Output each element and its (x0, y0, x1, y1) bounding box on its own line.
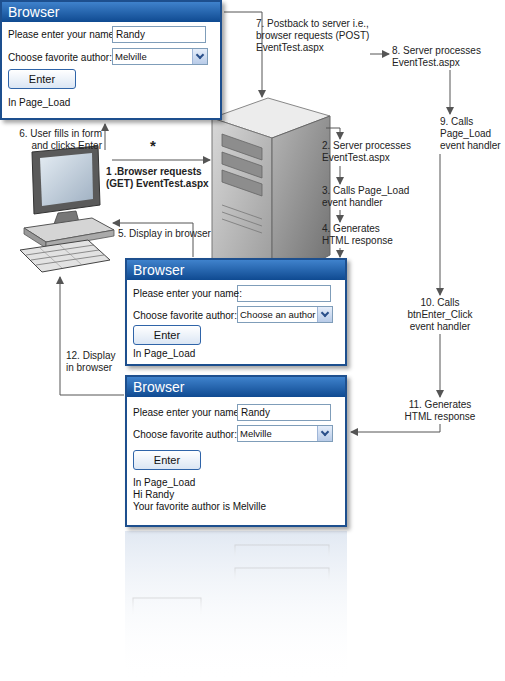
vent-line (222, 219, 262, 233)
flow-arrow (450, 70, 451, 114)
dropdown-button (317, 307, 332, 322)
key-row (31, 250, 99, 260)
monitor-frame (32, 146, 100, 214)
output-text: In Page_Load (8, 97, 70, 109)
monitor-screen (40, 153, 93, 206)
button-label: Enter (9, 70, 75, 88)
asterisk-mark: * (150, 140, 156, 152)
flow-arrow (105, 124, 106, 150)
browser-window: BrowserPlease enter your name: Choose fav… (125, 375, 347, 527)
flow-arrow (440, 334, 441, 397)
text-input (237, 285, 331, 302)
field-label: Choose favorite author: (8, 52, 112, 64)
dropdown-select: Choose an author (237, 306, 333, 323)
dropdown-select: Melville (237, 425, 333, 442)
field-label: Choose favorite author: (133, 429, 237, 441)
field-label: Please enter your name: (8, 29, 117, 41)
flow-arrow (351, 424, 440, 432)
step-label: 10. Calls btnEnter_Click event handler (395, 297, 485, 333)
field-label: Please enter your name: (133, 407, 242, 419)
step-label: 7. Postback to server i.e., browser requ… (256, 18, 371, 54)
step-label: 3. Calls Page_Load event handler (322, 185, 417, 209)
flow-arrow (370, 54, 389, 55)
flow-arrow (60, 277, 124, 395)
step-label: 1 .Browser requests (GET) EventTest.aspx (106, 166, 210, 190)
drive-bay (222, 170, 262, 196)
step-label: 6. User fills in form and clicks Enter (0, 128, 102, 152)
step-label: 12. Display in browser (66, 350, 124, 374)
push-button: Enter (133, 450, 201, 470)
dropdown-chevron (196, 51, 204, 59)
key-column (40, 248, 62, 268)
step-label: 2. Server processes EventTest.aspx (322, 140, 417, 164)
output-text: Hi Randy (133, 489, 174, 501)
flow-arrow (340, 166, 341, 184)
step-label: 5. Display in browser (118, 228, 228, 240)
push-button: Enter (8, 69, 76, 89)
vent-line (222, 212, 262, 226)
step-label: 4. Generates HTML response (322, 223, 402, 247)
computer-base-side (24, 228, 46, 248)
key-row (26, 245, 94, 255)
dropdown-button (192, 49, 207, 64)
text-input: Randy (237, 404, 331, 421)
push-button: Enter (133, 325, 201, 345)
field-label: Choose favorite author: (133, 310, 237, 322)
flow-arrow (340, 210, 341, 222)
dropdown-chevron (321, 428, 329, 436)
reflection-button (133, 598, 201, 618)
step-label: 11. Generates HTML response (400, 399, 480, 423)
reflection-field (235, 545, 329, 561)
flow-arrow (112, 160, 210, 161)
browser-window: BrowserPlease enter your name: Choose fav… (125, 258, 347, 366)
button-label: Enter (134, 451, 200, 469)
window-title: Browser (8, 3, 59, 21)
keyboard (20, 240, 110, 272)
flow-arrow (440, 154, 441, 295)
flow-arrow (340, 248, 341, 257)
key-row (36, 255, 104, 265)
output-text: In Page_Load (133, 348, 195, 360)
flow-arrow (326, 128, 340, 139)
output-text: Your favorite author is Melville (133, 501, 266, 513)
output-text: In Page_Load (133, 477, 195, 489)
browser-window: BrowserPlease enter your name: Choose fav… (0, 0, 222, 120)
input-value: Randy (113, 27, 205, 42)
input-value: Randy (238, 405, 330, 420)
text-input: Randy (112, 26, 206, 43)
dropdown-chevron (321, 309, 329, 317)
reflection-field (235, 568, 329, 584)
button-label: Enter (134, 326, 200, 344)
step-label: 9. Calls Page_Load event handler (440, 116, 505, 152)
step-label: 8. Server processes EventTest.aspx (392, 45, 502, 69)
vent-line (222, 205, 262, 219)
dropdown-select: Melville (112, 48, 208, 65)
window-title: Browser (133, 261, 184, 279)
window-title: Browser (133, 378, 184, 396)
reflection (125, 531, 347, 681)
field-label: Please enter your name: (133, 288, 242, 300)
key-column (60, 245, 82, 265)
dropdown-button (317, 426, 332, 441)
